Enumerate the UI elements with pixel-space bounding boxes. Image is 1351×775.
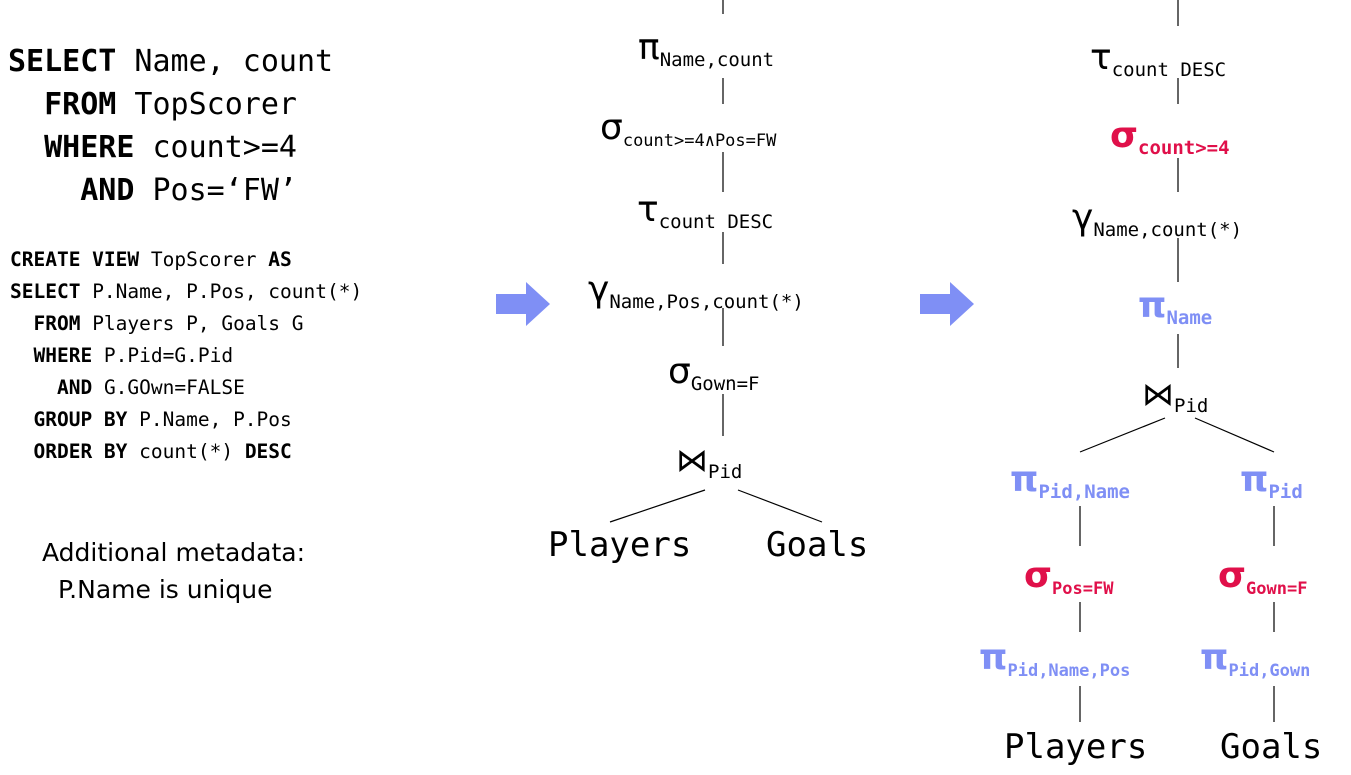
tree2-project-node: πName <box>1138 285 1213 329</box>
tree2-select-node: σcount>=4 <box>1110 115 1230 159</box>
metadata-title: Additional metadata: <box>42 538 306 567</box>
view-line-and: AND G.GOwn=FALSE <box>56 376 245 399</box>
tree2-right-project2-node: πPid,Gown <box>1200 637 1311 681</box>
sql-line-from: FROM TopScorer <box>44 87 297 122</box>
tree1-sort-node: τcount DESC <box>637 189 774 233</box>
sql-line-select: SELECT Name, count <box>8 44 334 79</box>
transform-arrow-2-icon <box>920 282 974 326</box>
tree1-select-node: σcount>=4∧Pos=FW <box>600 107 777 151</box>
tree2-leaf-players: Players <box>1004 727 1148 767</box>
tree1-group-node: γName,Pos,count(*) <box>588 269 804 313</box>
view-line-from: FROM Players P, Goals G <box>33 312 304 335</box>
tree1-project-node: πName,count <box>638 27 775 71</box>
tree2-left-select-node: σPos=FW <box>1024 555 1114 599</box>
view-line-group-by: GROUP BY P.Name, P.Pos <box>33 408 292 431</box>
view-line-where: WHERE P.Pid=G.Pid <box>33 344 234 367</box>
tree2-right-project-node: πPid <box>1240 459 1303 503</box>
tree2-group-node: γName,count(*) <box>1072 197 1243 241</box>
tree1-leaf-goals: Goals <box>766 525 869 565</box>
view-line-order-by: ORDER BY count(*) DESC <box>33 440 292 463</box>
tree2-left-project2-node: πPid,Name,Pos <box>979 637 1131 681</box>
sql-query: SELECT Name, count FROM TopScorer WHERE … <box>8 40 333 212</box>
tree1-leaf-players: Players <box>548 525 692 565</box>
metadata-note: Additional metadata: P.Name is unique <box>42 534 305 608</box>
view-line-select: SELECT P.Name, P.Pos, count(*) <box>10 280 363 303</box>
tree1-join-node: ⋈Pid <box>676 441 743 483</box>
tree2-join-node: ⋈Pid <box>1142 375 1209 417</box>
view-line-create: CREATE VIEW TopScorer AS <box>10 248 292 271</box>
metadata-text: P.Name is unique <box>58 575 273 604</box>
tree2-right-select-node: σGown=F <box>1218 555 1308 599</box>
sql-line-where: WHERE count>=4 <box>44 130 297 165</box>
tree2-left-project-node: πPid,Name <box>1010 459 1130 503</box>
transform-arrow-1-icon <box>496 282 550 326</box>
tree2-leaf-goals: Goals <box>1220 727 1323 767</box>
tree2-sort-node: τcount DESC <box>1090 37 1227 81</box>
sql-line-and: AND Pos=‘FW’ <box>80 173 297 208</box>
tree1-select-gown-node: σGown=F <box>668 351 760 395</box>
view-definition: CREATE VIEW TopScorer AS SELECT P.Name, … <box>10 244 362 468</box>
